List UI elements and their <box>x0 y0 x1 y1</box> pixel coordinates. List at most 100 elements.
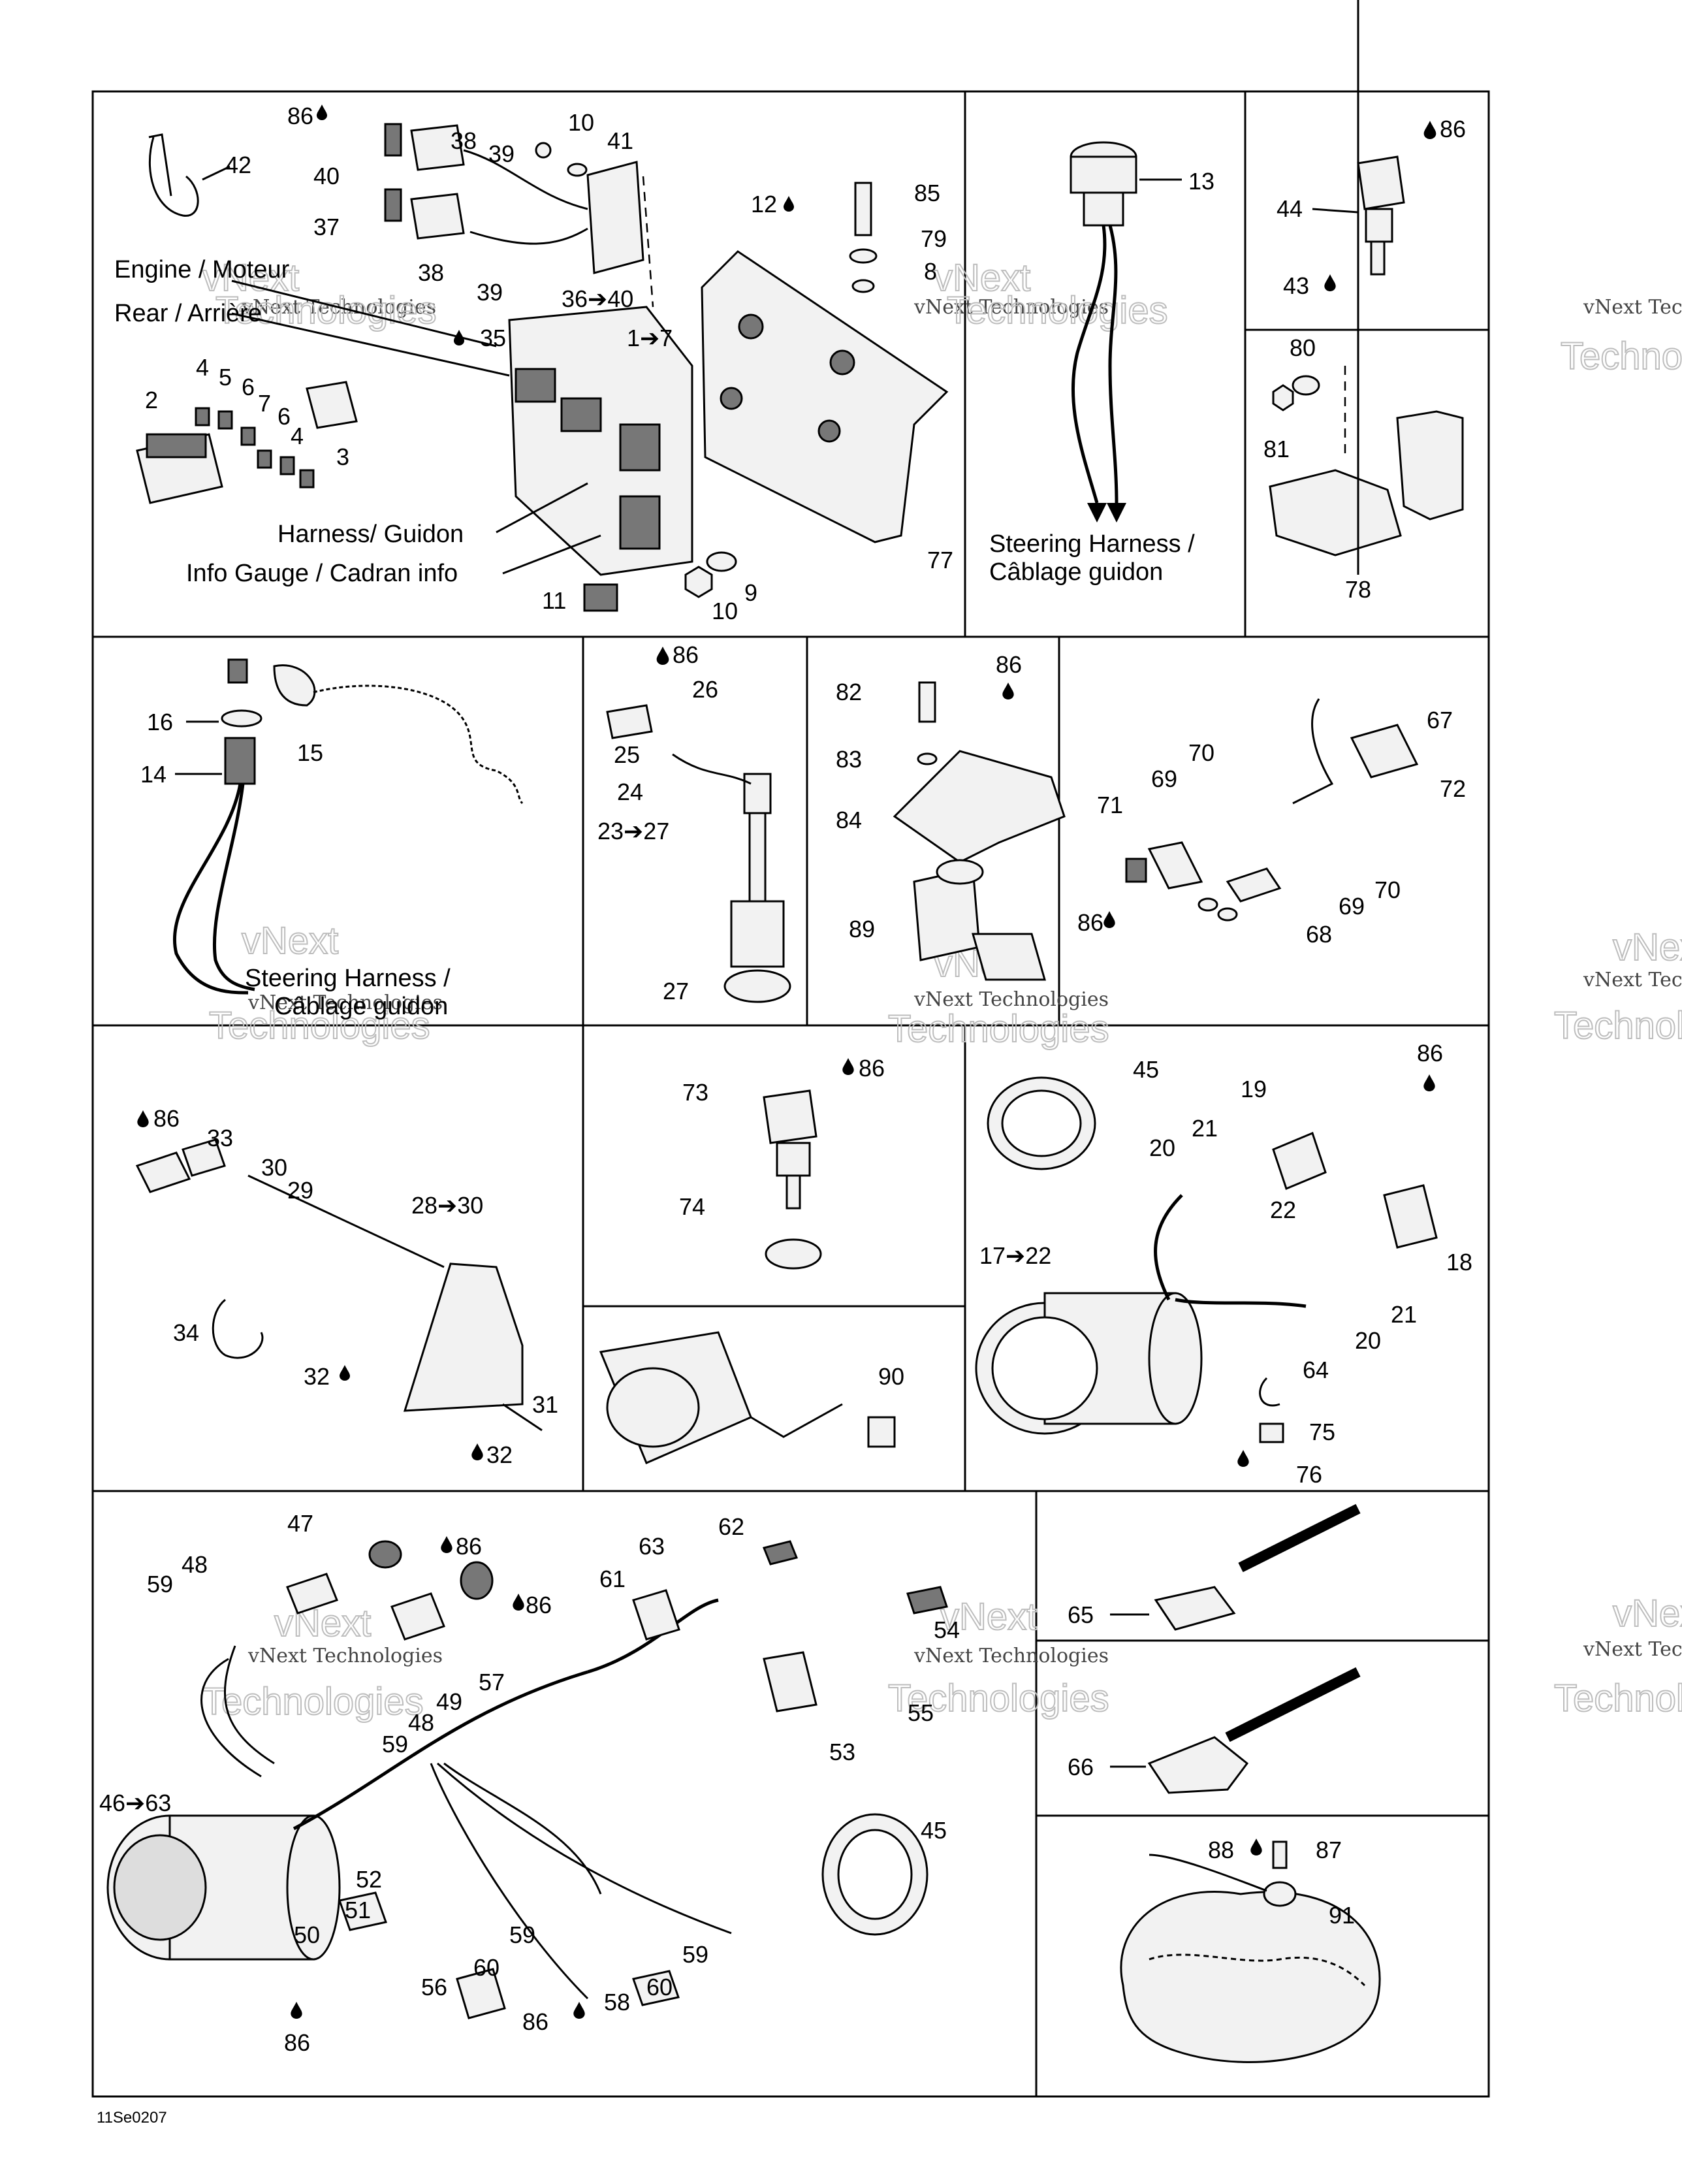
part-callout-label: 18 <box>1446 1249 1472 1276</box>
lubricant-drop-icon <box>1324 274 1336 291</box>
part-callout-label: 45 <box>1133 1056 1159 1083</box>
part-callout-label: 13 <box>1188 168 1214 195</box>
diagram-caption: Info Gauge / Cadran info <box>186 560 458 587</box>
part-callout-label: 86 <box>456 1533 482 1560</box>
part-callout-label: 79 <box>921 225 947 252</box>
watermark-text: Technologies <box>888 1677 1109 1720</box>
lubricant-drop-icon <box>1103 911 1115 928</box>
lubricant-drop-icon <box>513 1594 524 1611</box>
watermark-text: vNext <box>1613 926 1682 969</box>
part-callout-label: 60 <box>473 1954 500 1981</box>
watermark-text: vNext <box>934 257 1030 299</box>
lubricant-drop-icon <box>441 1536 452 1553</box>
part-callout-label: 86 <box>526 1592 552 1618</box>
part-callout-label: 59 <box>682 1941 708 1968</box>
part-callout-label: 52 <box>356 1866 382 1893</box>
part-callout-label: 9 <box>744 579 757 606</box>
part-callout-label: 86 <box>1077 909 1103 936</box>
part-callout-label: 4 <box>291 423 304 449</box>
part-callout-label: 86 <box>153 1105 180 1132</box>
part-callout-label: 38 <box>451 127 477 154</box>
part-callout-label: 68 <box>1306 921 1332 948</box>
part-callout-label: 6 <box>242 374 255 400</box>
part-callout-label: 29 <box>287 1177 313 1204</box>
part-callout-label: 75 <box>1309 1419 1335 1445</box>
lubricant-drop-icon <box>656 647 669 665</box>
part-callout-label: 67 <box>1427 707 1453 733</box>
watermark-text: vNext <box>242 920 338 962</box>
part-callout-label: 4 <box>196 354 209 381</box>
part-callout-label: 71 <box>1097 792 1123 818</box>
lubricant-drop-icon <box>340 1365 350 1381</box>
watermark-text: Technologies <box>947 289 1168 332</box>
part-callout-label: 87 <box>1316 1837 1342 1863</box>
part-callout-label: 42 <box>225 152 251 178</box>
lubricant-drop-icon <box>137 1110 149 1127</box>
part-callout-label: 32 <box>304 1363 330 1390</box>
part-callout-label: 86 <box>1440 116 1466 142</box>
lubricant-drop-icon <box>1423 121 1436 139</box>
part-callout-label: 82 <box>836 679 862 705</box>
part-callout-label: 81 <box>1263 436 1290 462</box>
watermark-text: vNext Technologies <box>913 1645 1109 1667</box>
watermark-text: vNext <box>940 1596 1037 1638</box>
part-callout-label: 35 <box>480 325 506 351</box>
part-callout-label: 61 <box>599 1566 626 1592</box>
panel-f-sensor: 86 26 25 24 23➔27 27 <box>597 641 791 1004</box>
part-callout-label: 32 <box>486 1441 513 1468</box>
part-callout-label: 59 <box>147 1571 173 1598</box>
part-callout-label: 10 <box>568 109 594 136</box>
part-callout-label: 60 <box>646 1974 673 2000</box>
panel-j-sensor: 73 86 74 <box>679 1055 885 1270</box>
part-callout-label: 1➔7 <box>627 325 673 351</box>
part-callout-label: 2 <box>145 387 158 413</box>
panel-e-harness: 16 14 15 Steering Harness / Câblage guid… <box>140 658 524 1020</box>
part-callout-label: 73 <box>682 1079 708 1106</box>
lubricant-drop-icon <box>842 1058 854 1075</box>
part-callout-label: 63 <box>639 1533 665 1560</box>
diagram-caption: Engine / Moteur <box>114 256 290 283</box>
panel-l-gauge: 45 19 86 21 20 22 17➔22 18 21 20 64 75 7… <box>975 1040 1472 1488</box>
lubricant-drop-icon <box>1237 1450 1249 1467</box>
part-callout-label: 56 <box>421 1974 447 2000</box>
panel-d-solenoid: 80 81 78 <box>1263 0 1464 603</box>
part-callout-label: 27 <box>663 978 689 1004</box>
part-callout-label: 23➔27 <box>597 818 669 844</box>
part-callout-label: 57 <box>479 1669 505 1695</box>
part-callout-label: 39 <box>488 140 515 167</box>
part-callout-label: 72 <box>1440 775 1466 802</box>
part-callout-label: 86 <box>522 2008 548 2035</box>
part-callout-label: 16 <box>147 709 173 735</box>
part-callout-label: 86 <box>284 2029 310 2056</box>
part-callout-label: 25 <box>614 741 640 768</box>
watermark-text: vNext Technologies <box>913 988 1109 1011</box>
part-callout-label: 85 <box>914 180 940 206</box>
diagram-caption: Steering Harness / <box>989 530 1195 558</box>
part-callout-label: 30 <box>261 1154 287 1181</box>
lubricant-drop-icon <box>317 104 327 120</box>
part-callout-label: 65 <box>1068 1601 1094 1628</box>
part-callout-label: 12 <box>751 191 777 217</box>
part-callout-label: 88 <box>1208 1837 1234 1863</box>
part-callout-label: 48 <box>182 1551 208 1578</box>
watermark-text: Technologies <box>1554 1677 1682 1720</box>
part-callout-label: 3 <box>336 443 349 470</box>
part-callout-label: 43 <box>1283 272 1309 299</box>
lubricant-drop-icon <box>471 1443 483 1460</box>
part-callout-label: 53 <box>829 1739 855 1765</box>
part-callout-label: 59 <box>382 1731 408 1758</box>
part-callout-label: 64 <box>1303 1357 1329 1383</box>
panel-c-sensor: 86 44 43 <box>1277 116 1466 299</box>
part-callout-label: 51 <box>345 1897 371 1923</box>
part-callout-label: 24 <box>617 779 643 805</box>
diagram-caption: Steering Harness / <box>245 965 451 992</box>
part-callout-label: 86 <box>859 1055 885 1082</box>
panel-a-ecu <box>136 123 949 612</box>
panel-h-connectors: 67 70 69 72 71 70 69 86 68 <box>1077 698 1466 948</box>
watermarks: vNext Technologies vNext Technologies vN… <box>202 256 1682 1724</box>
part-callout-label: 58 <box>604 1989 630 2015</box>
watermark-text: Technologies <box>202 1680 424 1723</box>
watermark-text: vNext <box>1613 1592 1682 1635</box>
watermark-text: vNext Technologies <box>1583 969 1682 991</box>
